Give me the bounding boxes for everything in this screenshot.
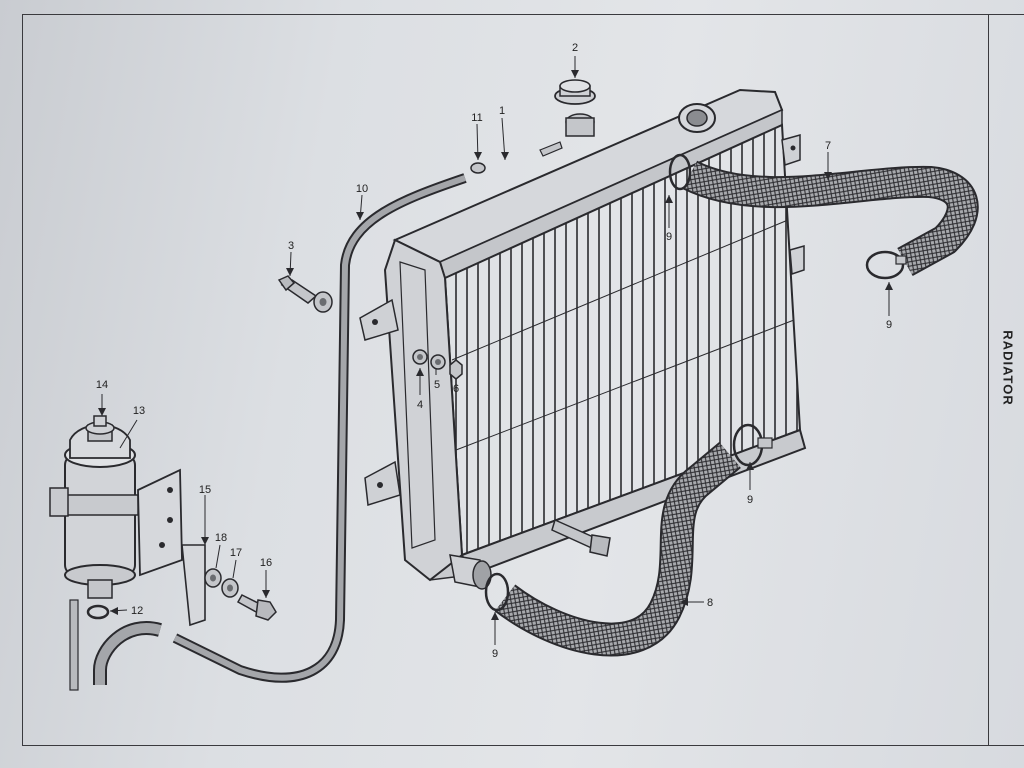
callout-9-lower-hose: 9: [747, 494, 753, 506]
callout-10: 10: [356, 183, 368, 195]
expansion-tank: [49, 424, 139, 599]
bolt: [277, 275, 333, 313]
callout-7: 7: [825, 140, 831, 152]
callout-12: 12: [131, 605, 143, 617]
callout-8: 8: [707, 597, 713, 609]
callout-9-lower-radiator: 9: [492, 648, 498, 660]
callout-16: 16: [260, 557, 272, 569]
pipe-clip: [470, 162, 486, 174]
radiator-cap: [554, 79, 596, 105]
hose-clip: [668, 153, 692, 191]
callout-2: 2: [572, 42, 578, 54]
callout-3: 3: [288, 240, 294, 252]
hose-clip: [86, 604, 110, 620]
page-border: [22, 14, 989, 746]
hose-clip: [484, 572, 510, 612]
callout-15: 15: [199, 484, 211, 496]
leader-arrowheads: [98, 70, 893, 620]
tank-cap: [85, 415, 115, 435]
callout-17: 17: [230, 547, 242, 559]
washers-nut: [412, 349, 463, 380]
callout-11: 11: [471, 112, 482, 124]
callout-6: 6: [453, 383, 459, 395]
callout-9-upper-radiator: 9: [666, 231, 672, 243]
callout-13: 13: [133, 405, 145, 417]
bracket-fixings: [204, 568, 277, 621]
callout-9-upper-hose: 9: [886, 319, 892, 331]
callout-18: 18: [215, 532, 227, 544]
callout-14: 14: [96, 379, 108, 391]
tank-bracket: [69, 468, 206, 691]
callout-1: 1: [499, 105, 505, 117]
callout-4: 4: [417, 399, 423, 411]
hose-clip: [865, 250, 905, 280]
sidebar-strip: [987, 14, 1024, 746]
drain-tap: [551, 518, 611, 557]
callout-5: 5: [434, 379, 440, 391]
radiator-core: [359, 88, 807, 590]
